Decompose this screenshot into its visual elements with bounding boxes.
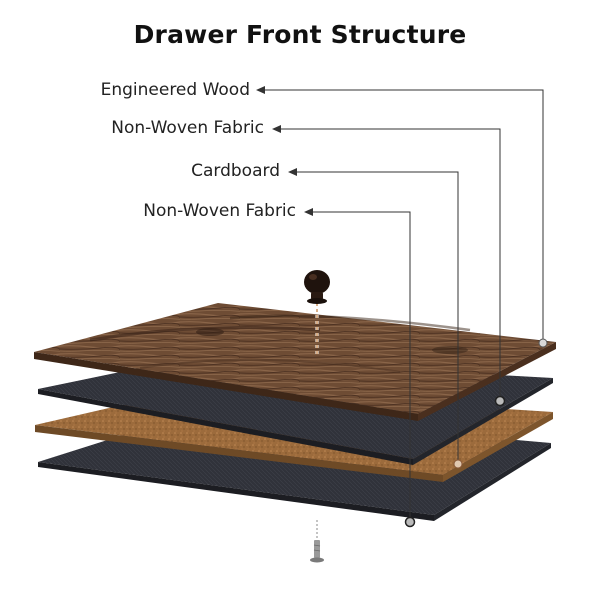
knob-icon (304, 270, 330, 304)
leader-non-woven-fabric-bottom (304, 208, 416, 528)
label-non-woven-fabric-bottom: Non-Woven Fabric (143, 201, 296, 221)
layer-engineered-wood (34, 303, 556, 421)
screw-icon (310, 540, 324, 563)
diagram-title: Drawer Front Structure (133, 20, 467, 49)
label-non-woven-fabric-top: Non-Woven Fabric (111, 118, 264, 138)
label-cardboard: Cardboard (191, 161, 280, 181)
leader-non-woven-fabric-top (272, 125, 506, 407)
label-engineered-wood: Engineered Wood (100, 80, 250, 100)
leader-cardboard (288, 168, 463, 469)
leader-engineered-wood (256, 86, 548, 348)
